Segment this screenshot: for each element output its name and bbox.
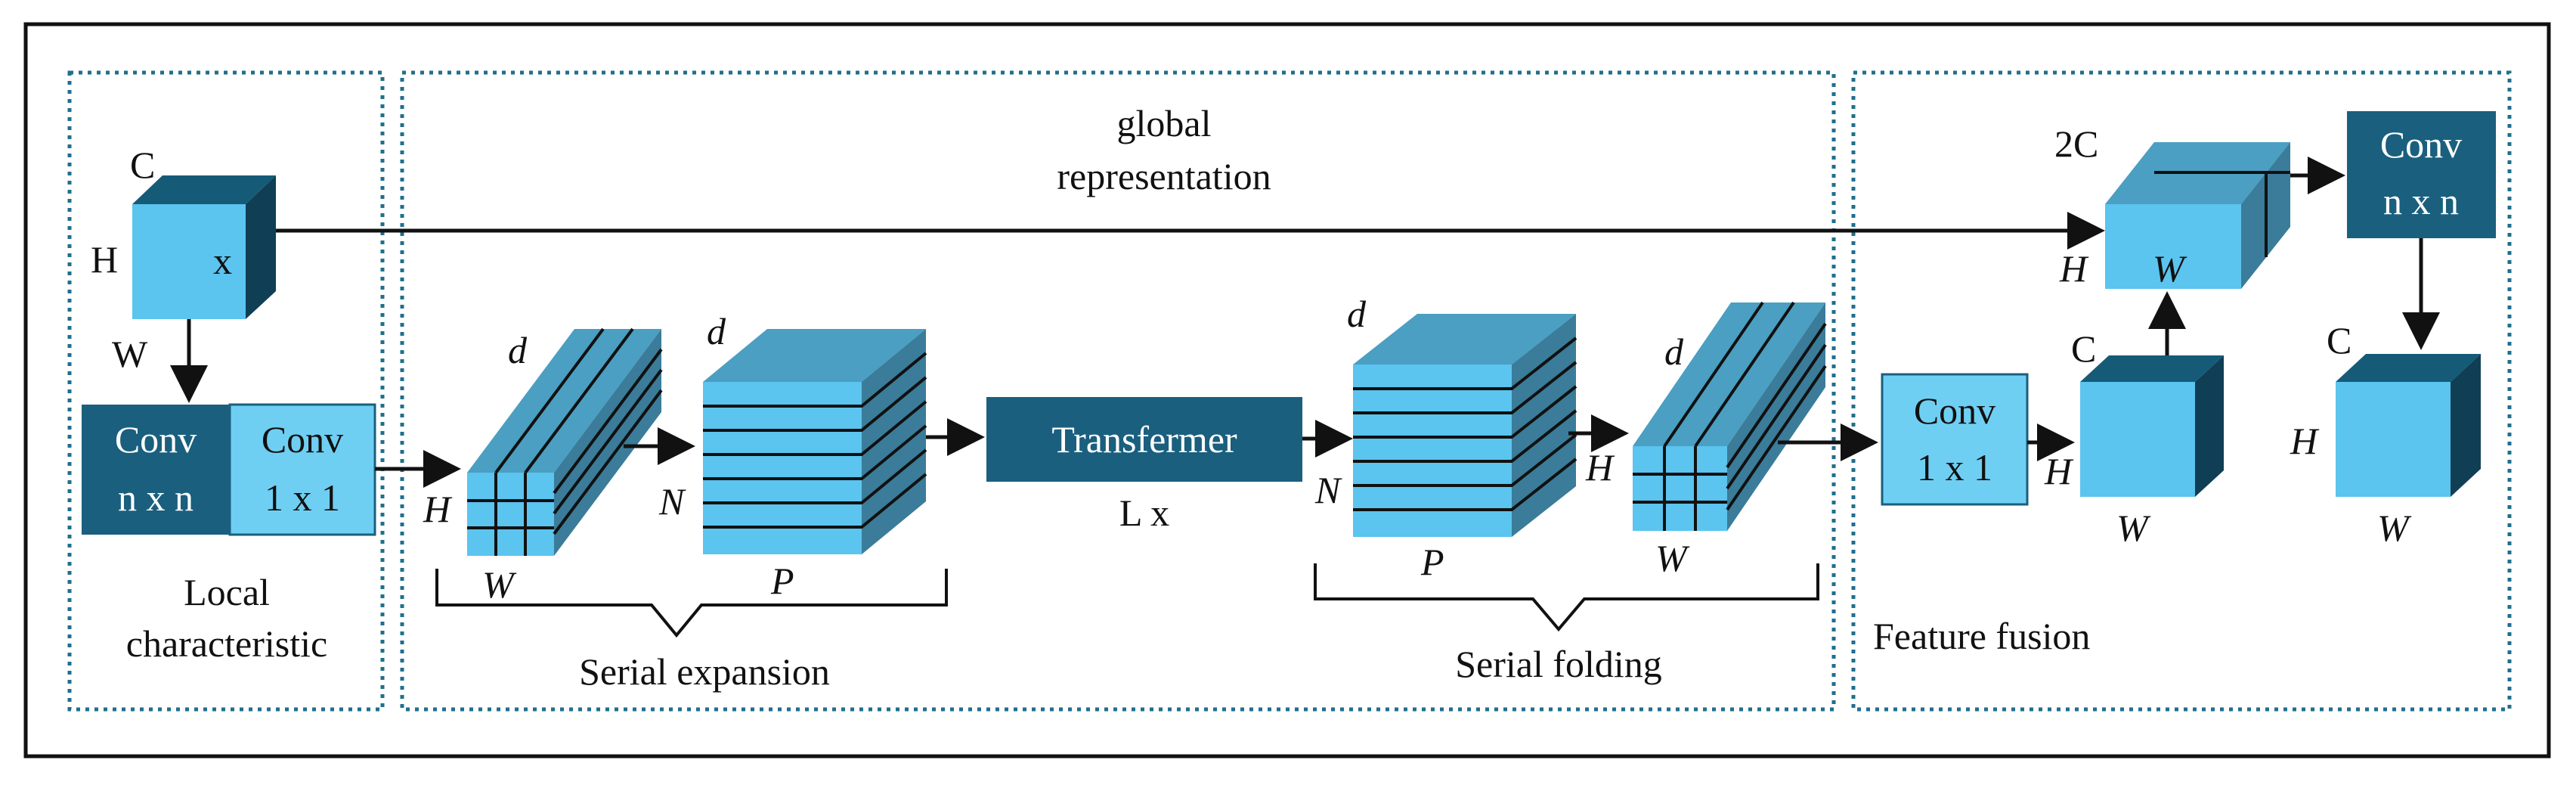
expansion-unfold-block	[467, 327, 663, 556]
fusion-conv-nxn-block	[2347, 111, 2496, 238]
fusion-mid-cube-label-c: C	[2071, 327, 2096, 370]
fusion-output-label-h: H	[2290, 420, 2320, 462]
local-title-line2: characteristic	[126, 622, 327, 665]
input-cube-label-x: x	[213, 240, 232, 282]
unfold-label-d: d	[508, 329, 528, 371]
expansion-caption: Serial expansion	[579, 650, 830, 693]
panel-fusion	[1851, 70, 2512, 712]
local-conv-nxn-block	[82, 405, 230, 535]
fusion-mid-cube-label-w: W	[2116, 507, 2151, 549]
expansion-brace	[435, 569, 948, 638]
folding-fold-block	[1633, 301, 1827, 531]
fusion-mid-cube-label-h: H	[2044, 450, 2074, 492]
transformer-repeat: L x	[1119, 492, 1169, 534]
folding-stack-block	[1353, 314, 1577, 537]
fusion-concat-label-2c: 2C	[2054, 123, 2098, 165]
input-cube-label-w: W	[112, 333, 148, 375]
fusion-conv-1x1-block	[1881, 373, 2029, 506]
global-title-line2: representation	[1057, 155, 1271, 197]
local-conv-1x1-line1: Conv	[262, 418, 343, 461]
fusion-conv-nxn-line2: n x n	[2383, 180, 2459, 222]
fusion-output-cube	[2336, 354, 2481, 497]
panel-local	[67, 70, 385, 712]
folding-stack-label-n: N	[1314, 469, 1342, 511]
folding-stack-label-p: P	[1420, 541, 1444, 583]
transformer-block	[986, 397, 1302, 482]
expansion-stack-label-n: N	[658, 480, 686, 523]
local-conv-1x1-line2: 1 x 1	[265, 476, 340, 519]
unfold-label-w: W	[482, 563, 517, 606]
fusion-title: Feature fusion	[1873, 615, 2090, 657]
fusion-conv-1x1-line2: 1 x 1	[1917, 446, 1992, 489]
fusion-output-label-c: C	[2327, 319, 2352, 361]
input-cube-label-h: H	[91, 238, 118, 281]
transformer-label: Transfermer	[1051, 418, 1237, 461]
unfold-label-h: H	[423, 488, 453, 530]
fusion-mid-cube	[2080, 355, 2224, 497]
expansion-stack-label-p: P	[770, 560, 794, 602]
fusion-concat-label-w: W	[2153, 247, 2187, 290]
folding-brace	[1314, 563, 1819, 632]
outer-frame	[23, 22, 2551, 759]
input-cube-label-c: C	[130, 144, 155, 186]
folding-caption: Serial folding	[1455, 643, 1662, 685]
global-title-line1: global	[1117, 102, 1212, 144]
fusion-concat-cube	[2105, 142, 2290, 289]
local-conv-nxn-line2: n x n	[118, 476, 194, 519]
folding-stack-label-d: d	[1347, 293, 1367, 335]
local-conv-1x1-block	[228, 403, 376, 536]
fusion-conv-1x1-line1: Conv	[1914, 389, 1995, 432]
input-cube	[132, 175, 276, 319]
expansion-stack-label-d: d	[707, 310, 726, 352]
fold-label-h: H	[1585, 446, 1615, 489]
expansion-stack-block	[703, 329, 927, 554]
local-conv-nxn-line1: Conv	[115, 418, 197, 461]
fusion-concat-label-h: H	[2059, 247, 2089, 290]
fold-label-d: d	[1664, 330, 1684, 373]
local-title-line1: Local	[184, 571, 270, 613]
fusion-conv-nxn-line1: Conv	[2380, 123, 2462, 166]
fold-label-w: W	[1655, 537, 1690, 579]
fusion-output-label-w: W	[2377, 507, 2412, 549]
